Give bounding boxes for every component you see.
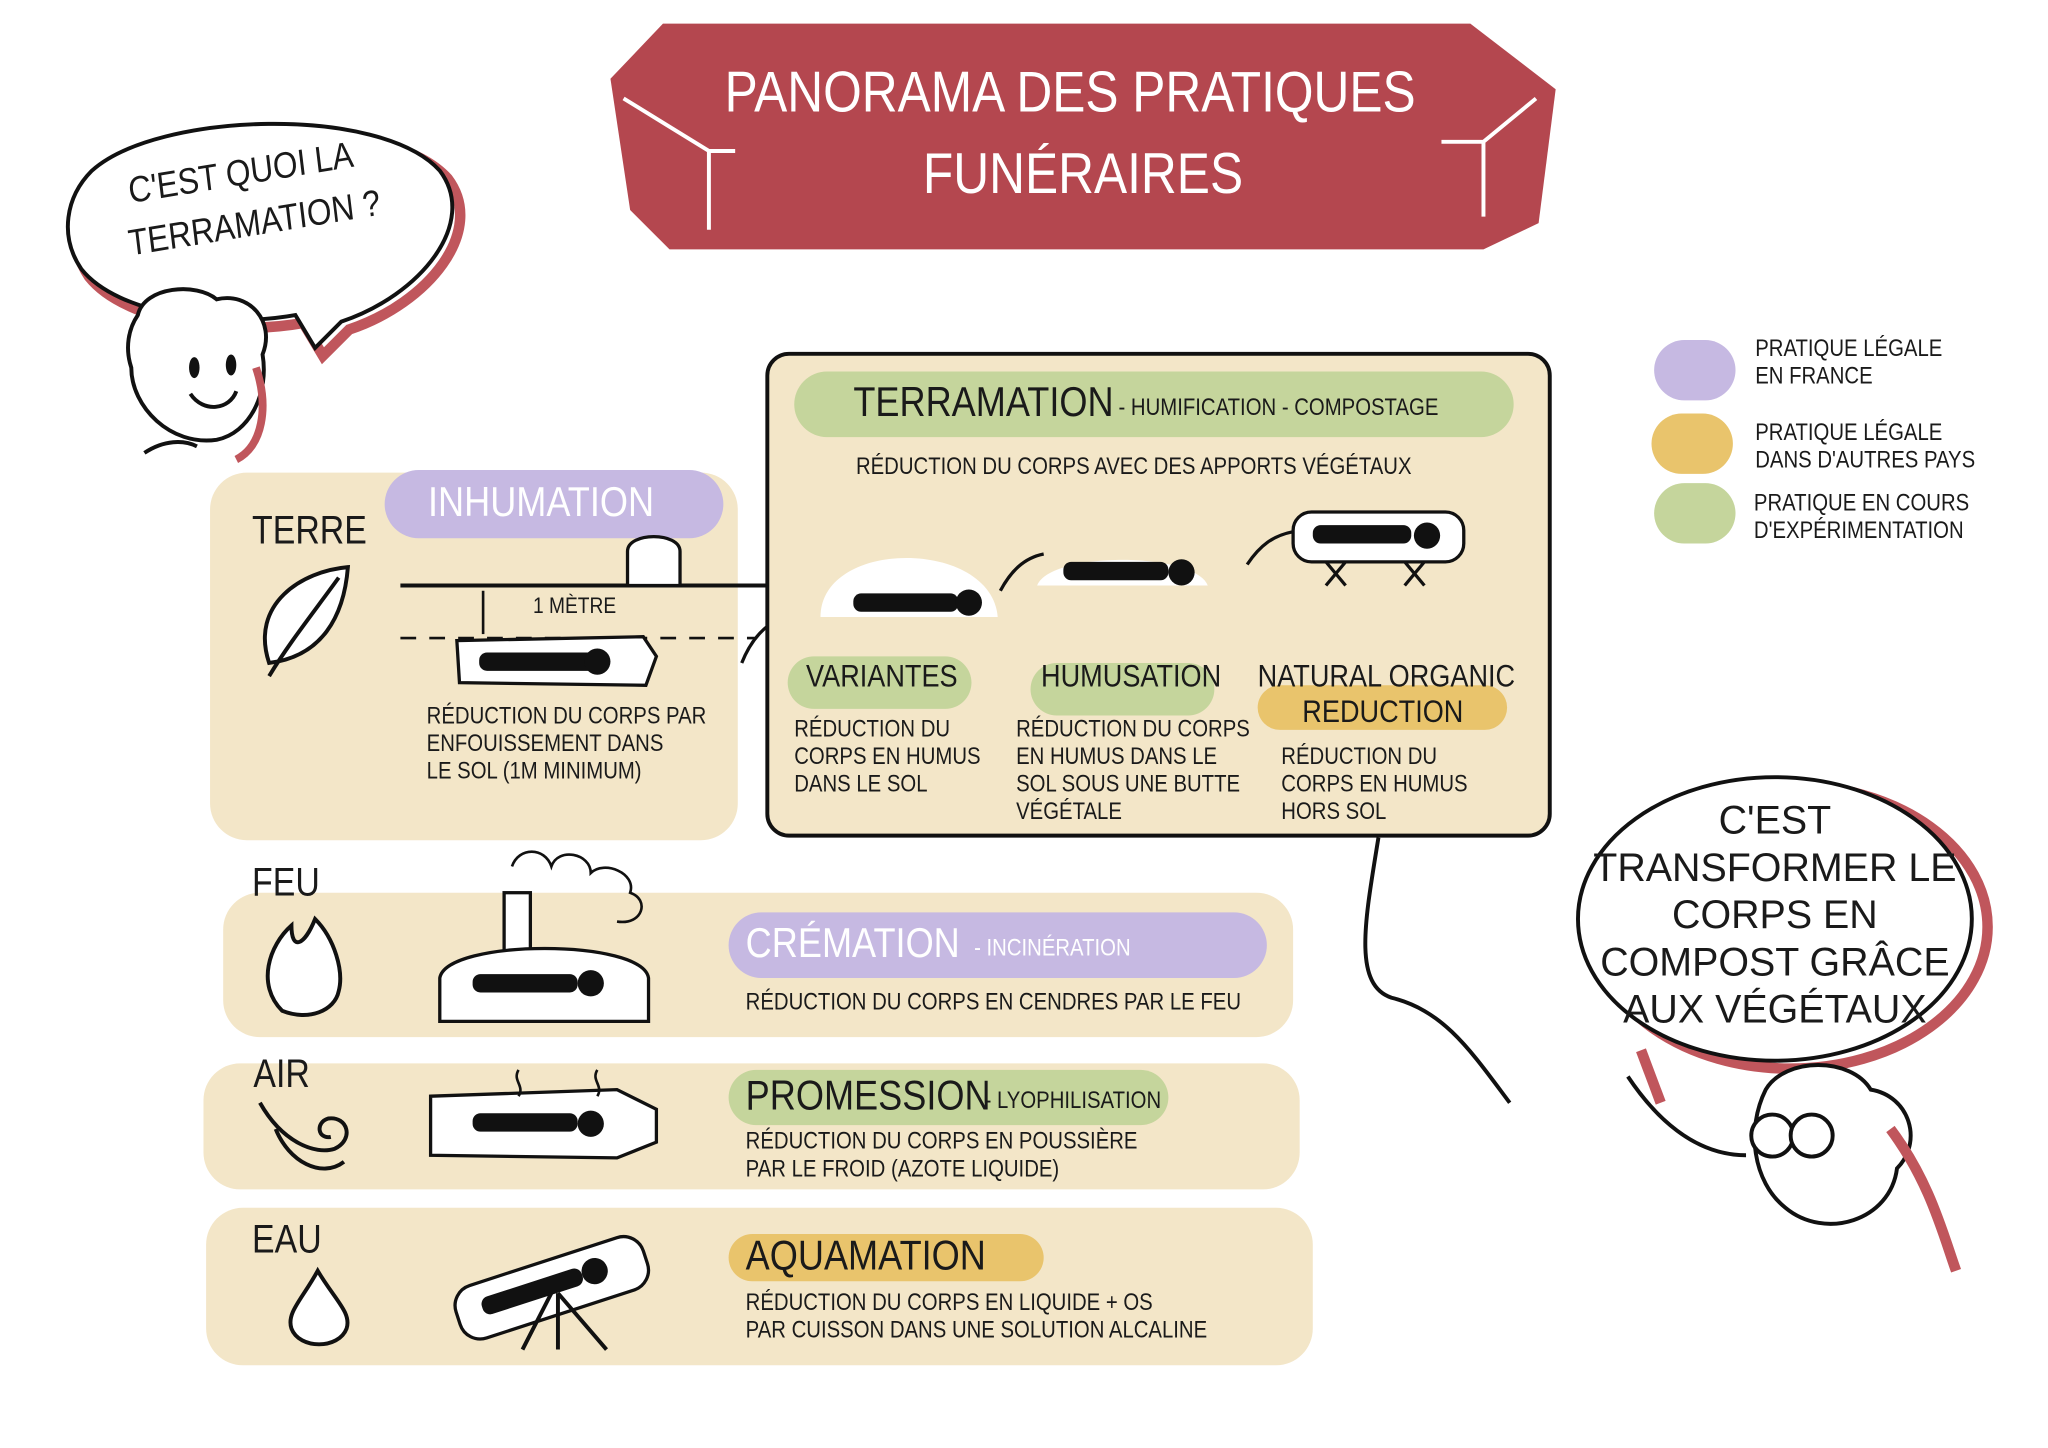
aquamation-desc: PAR CUISSON DANS UNE SOLUTION ALCALINE	[745, 1316, 1208, 1343]
legend-label: DANS D'AUTRES PAYS	[1755, 446, 1976, 473]
promession-desc: PAR LE FROID (AZOTE LIQUIDE)	[745, 1155, 1060, 1182]
eau-panel	[206, 1207, 1313, 1366]
humusation-pill	[1030, 662, 1215, 716]
variant-desc: HORS SOL	[1281, 798, 1387, 825]
cremation-subtitle: - INCINÉRATION	[974, 934, 1131, 961]
depth-label: 1 MÈTRE	[532, 593, 617, 619]
promession-desc: RÉDUCTION DU CORPS EN POUSSIÈRE	[745, 1127, 1138, 1154]
cremation-desc: RÉDUCTION DU CORPS EN CENDRES PAR LE FEU	[745, 988, 1242, 1015]
aquamation-title: AQUAMATION	[745, 1231, 986, 1279]
promession-pill	[728, 1069, 1169, 1126]
variant-desc: RÉDUCTION DU	[1281, 743, 1438, 770]
terramation-title: TERRAMATION	[853, 378, 1114, 426]
variant-desc: VÉGÉTALE	[1016, 798, 1122, 825]
variant-desc: CORPS EN HUMUS	[794, 743, 981, 770]
legend-label: PRATIQUE EN COURS	[1753, 489, 1970, 516]
promession-title: PROMESSION	[745, 1071, 991, 1119]
legend: PRATIQUE LÉGALE EN FRANCE PRATIQUE LÉGAL…	[1651, 334, 2020, 558]
answer-line: AUX VÉGÉTAUX	[1623, 988, 1927, 1032]
inhumation-pill	[384, 469, 724, 539]
answer-line: TRANSFORMER LE	[1593, 846, 1957, 891]
variant-desc: RÉDUCTION DU CORPS	[1016, 715, 1250, 742]
category-feu: FEU	[252, 861, 320, 905]
terramation-subtitle: - HUMIFICATION - COMPOSTAGE	[1118, 393, 1439, 421]
cremation-title: CRÉMATION	[745, 918, 960, 967]
terramation-desc: RÉDUCTION DU CORPS AVEC DES APPORTS VÉGÉ…	[855, 452, 1412, 480]
promession-subtitle: - LYOPHILISATION	[984, 1086, 1162, 1114]
nor-pill	[1257, 685, 1508, 730]
answer-line: CORPS EN	[1672, 894, 1878, 938]
answer-line: C'EST	[1718, 799, 1832, 843]
terramation-pill	[794, 371, 1514, 438]
variant-title: NATURAL ORGANIC	[1257, 659, 1516, 695]
legend-swatch-legal-other	[1651, 413, 1733, 474]
legend-label: EN FRANCE	[1755, 362, 1873, 389]
legend-swatch-experimental	[1654, 483, 1736, 544]
answer-line: COMPOST GRÂCE	[1600, 941, 1950, 985]
category-air: AIR	[253, 1052, 310, 1097]
variant-title: HUMUSATION	[1041, 659, 1222, 695]
variant-desc: CORPS EN HUMUS	[1281, 770, 1468, 797]
inhumation-desc: ENFOUISSEMENT DANS	[426, 729, 664, 757]
banner-title-line1: PANORAMA DES PRATIQUES	[724, 60, 1416, 125]
variant-desc: EN HUMUS DANS LE	[1016, 743, 1218, 770]
legend-label: PRATIQUE LÉGALE	[1755, 334, 1943, 362]
banner-title-line2: FUNÉRAIRES	[922, 141, 1244, 207]
variant-desc: DANS LE SOL	[794, 770, 928, 797]
variant-desc: SOL SOUS UNE BUTTE	[1016, 770, 1241, 797]
aquamation-pill	[728, 1234, 1044, 1282]
aquamation-desc: RÉDUCTION DU CORPS EN LIQUIDE + OS	[745, 1289, 1153, 1316]
variant-title: REDUCTION	[1302, 694, 1464, 730]
category-terre: TERRE	[252, 509, 367, 553]
cremation-pill	[728, 912, 1267, 979]
legend-label: D'EXPÉRIMENTATION	[1753, 517, 1964, 544]
inhumation-desc: LE SOL (1M MINIMUM)	[426, 757, 642, 784]
legend-label: PRATIQUE LÉGALE	[1755, 418, 1943, 446]
variant-title: VARIANTES	[806, 659, 958, 695]
category-eau: EAU	[252, 1218, 322, 1262]
variant-desc: RÉDUCTION DU	[794, 715, 951, 742]
variantes-pill	[787, 656, 972, 709]
inhumation-desc: RÉDUCTION DU CORPS PAR	[426, 702, 707, 729]
answer-text: C'EST TRANSFORMER LE CORPS EN COMPOST GR…	[1578, 798, 1972, 1034]
legend-swatch-legal-france	[1654, 340, 1736, 401]
inhumation-title: INHUMATION	[427, 477, 655, 526]
